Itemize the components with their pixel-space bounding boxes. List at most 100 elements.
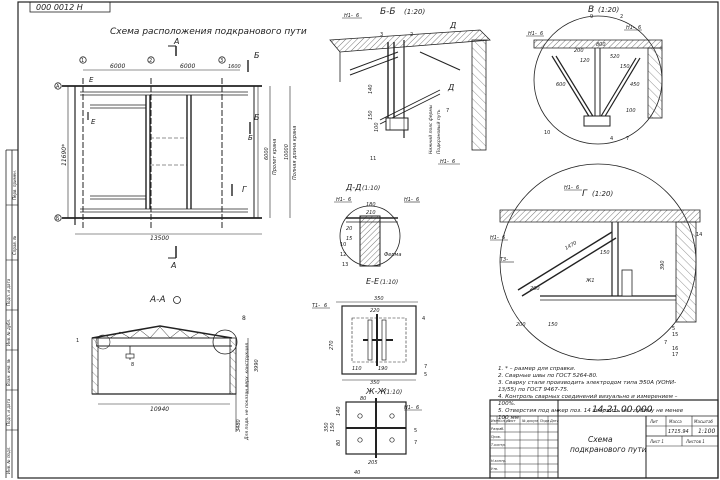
g-t3: Т3- (500, 257, 508, 263)
tb-mass: 1715.94 (668, 429, 689, 435)
section-bb-scale: (1:20) (404, 8, 425, 16)
g-callout-5: 5 (672, 326, 675, 332)
g-weld-1-no: 6 (576, 185, 579, 191)
aa-callout-1: 1 (76, 338, 79, 344)
tb-head-izm: Изм (491, 419, 498, 423)
v-weld-2-no: 6 (638, 25, 641, 31)
note-1: 1. * – размер для справки. (498, 366, 576, 372)
v-callout-9: 9 (590, 14, 593, 20)
v-dim-2: 200 (574, 48, 584, 54)
v-callout-10: 10 (544, 130, 550, 136)
g-dim-2: 200 (530, 286, 540, 292)
note-8: 100 мм (498, 415, 520, 421)
g-dim-1: 1470 (564, 240, 578, 252)
zh-dim-2: 140 (336, 406, 342, 416)
top-stamp: 000 0012 Н (29, 1, 111, 13)
g-callout-7: 7 (664, 340, 667, 346)
note-7: 5. Отверстия под анкер поз. 14 сверлить … (498, 408, 684, 414)
tb-name-2: подкранового пути (570, 445, 647, 454)
plan-section-b-right: Б (254, 113, 260, 122)
bb-note-1: Нижний пояс фермы (428, 104, 434, 154)
section-ee-scale: (1:10) (380, 279, 398, 286)
v-dim-1: 800 (596, 42, 606, 48)
bb-weld-2: Н1- (440, 159, 449, 165)
ee-weld: Т1- (312, 303, 320, 309)
v-dim-4: 120 (580, 58, 590, 64)
section-bb-title: Б-Б (380, 7, 396, 17)
tb-scale: 1:100 (698, 428, 715, 435)
plan-dim-height: 11690* (61, 144, 68, 166)
dd-callout-10: 10 (340, 242, 346, 248)
ee-dim-top: 350 (374, 296, 384, 302)
zh-weld: Н1- (404, 405, 413, 411)
tb-head-kol: Кол.уч (498, 419, 510, 423)
bb-callout-3: 3 (380, 32, 383, 38)
bb-dim-2: 150 (368, 110, 374, 120)
v-weld-1: Н1- (528, 31, 537, 37)
title-block: Изм Кол.уч Лист № докум Подп Дата Разраб… (489, 399, 719, 479)
tb-head-lit: Лит (649, 419, 659, 424)
zh-dim-6: 205 (368, 460, 378, 466)
g-callout-15: 15 (672, 332, 678, 338)
ee-callout-5: 5 (424, 372, 427, 378)
v-dim-7: 600 (556, 82, 566, 88)
note-3: 3. Сварку стали производить электродом т… (498, 380, 676, 386)
tb-head-data: Дата (549, 419, 559, 423)
note-2: 2. Сварные швы по ГОСТ 5264-80. (498, 373, 598, 379)
section-zh-title: Ж-Ж (365, 387, 387, 396)
zh-dim-1: 80 (360, 396, 366, 402)
section-dd-title: Д-Д (345, 183, 361, 192)
tb-sheet: Лист 1 (649, 439, 664, 444)
plan-dim-span-v2: 10000 (284, 144, 290, 160)
section-g-scale: (1:20) (592, 190, 613, 198)
axis-1: 1 (81, 58, 84, 64)
dd-weld-1: Н1- (336, 197, 345, 203)
zh-dim-4: 150 (330, 422, 336, 432)
note-4: 13/55) по ГОСТ 9467-75. (498, 387, 569, 393)
ee-dim-2: 220 (370, 308, 380, 314)
bb-weld-2-no: 6 (452, 159, 455, 165)
section-dd-scale: (1:10) (362, 185, 380, 192)
g-weld-2-no: 6 (502, 235, 505, 241)
side-label-1: Перв. примен. (12, 170, 17, 200)
plan-section-a-bottom: А (170, 261, 176, 270)
section-v-scale: (1:20) (598, 6, 619, 14)
plan-view: Схема расположения подкранового пути А А… (54, 27, 307, 270)
g-weld-2: Н1- (490, 235, 499, 241)
bb-callout-2: 2 (410, 32, 413, 38)
plan-title: Схема расположения подкранового пути (110, 27, 307, 37)
g-callout-16: 16 (672, 346, 678, 352)
plan-dim-total: 13500 (150, 235, 169, 242)
g-dim-6: 150 (600, 250, 610, 256)
v-callout-4: 4 (610, 136, 613, 142)
tb-row-utv: Утв. (491, 467, 498, 471)
plan-section-a-top: А (173, 37, 179, 46)
v-dim-5: 150 (620, 64, 630, 70)
bb-section-d-top: Д (449, 21, 456, 30)
ee-dim-6: 350 (370, 380, 380, 386)
v-dim-8: 450 (630, 82, 640, 88)
g-dim-5: 200 (516, 322, 526, 328)
section-ee: Е-Е (1:10) 350 220 270 110 190 350 Т1- 6… (312, 277, 427, 386)
dd-dim-1: 210 (366, 210, 376, 216)
tb-head-doc: № докум (521, 419, 538, 423)
bb-dim-3: 100 (374, 122, 380, 132)
plan-section-b-bottom: Б (248, 134, 253, 142)
v-dim-3: 520 (610, 54, 620, 60)
tb-head-scale: Масштаб (694, 419, 714, 424)
v-callout-2: 2 (620, 14, 623, 20)
bb-section-d-bottom: Д (447, 83, 454, 92)
plan-section-g: Г (242, 185, 247, 194)
bb-callout-7: 7 (446, 108, 449, 114)
plan-section-e-bottom: Е (91, 118, 96, 126)
zh-callout-7: 7 (414, 440, 417, 446)
axis-a: А (56, 84, 60, 90)
g-zh: Ж1 (585, 278, 595, 284)
side-label-6: Подп. и дата (6, 398, 11, 426)
dd-dim-3: 20 (346, 226, 352, 232)
dd-label: Ферма (384, 252, 401, 258)
plan-section-b-top: Б (254, 51, 260, 60)
section-aa-title: А-А (149, 295, 166, 305)
plan-dim-span2: 6000 (180, 63, 195, 70)
axis-2: 2 (149, 58, 152, 64)
